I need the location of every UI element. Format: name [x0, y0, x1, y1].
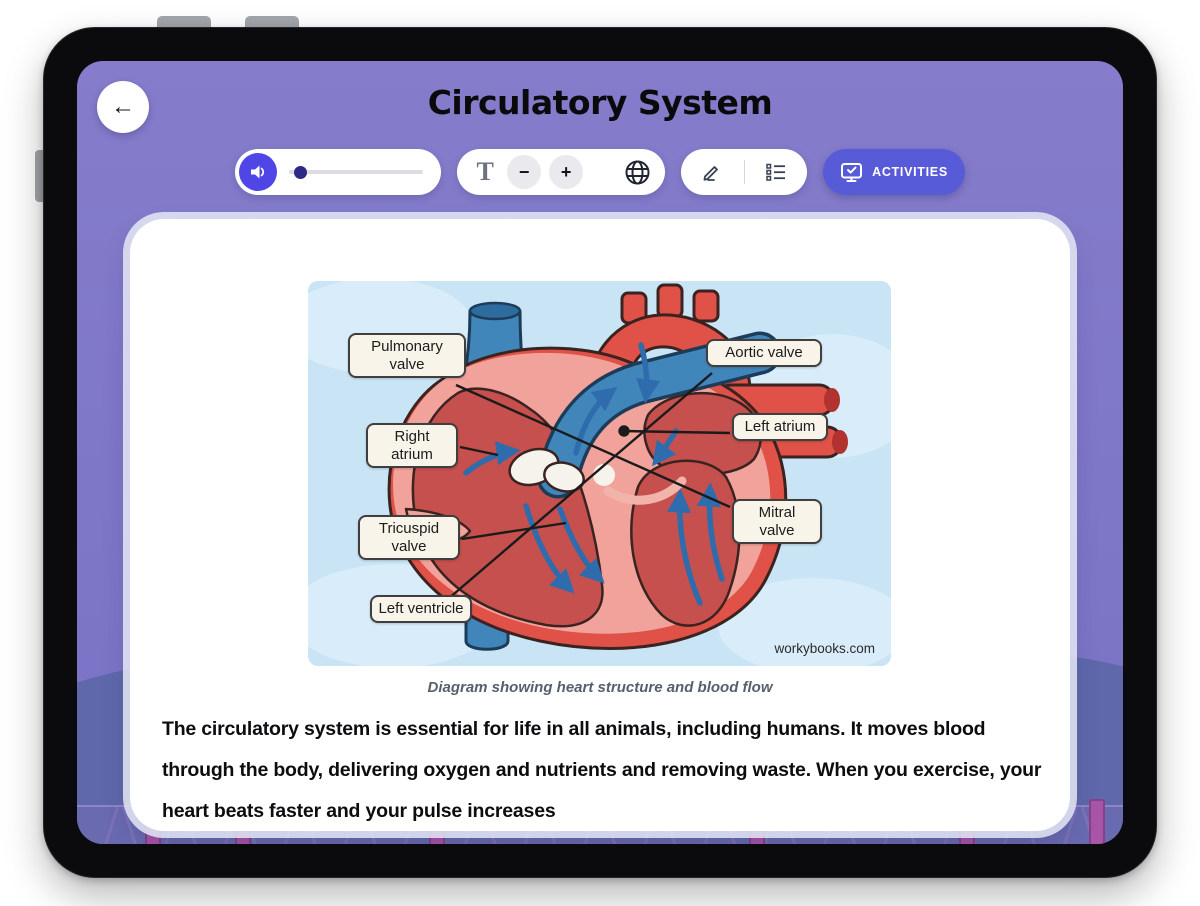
tablet-frame: ✱ ✱ ✱ ← Circulatory System: [43, 27, 1157, 878]
back-button[interactable]: ←: [97, 81, 149, 133]
audio-pill: [235, 149, 442, 195]
diagram-label-left-ventricle: Left ventricle: [370, 595, 472, 623]
activities-monitor-icon: [841, 162, 863, 182]
page-title: Circulatory System: [427, 83, 773, 122]
diagram-caption: Diagram showing heart structure and bloo…: [427, 679, 773, 696]
increase-text-button[interactable]: +: [549, 155, 584, 189]
diagram-label-pulmonary-valve: Pulmonary valve: [348, 333, 466, 379]
diagram-label-tricuspid-valve: Tricuspid valve: [358, 515, 460, 561]
globe-icon: [625, 160, 650, 184]
text-size-icon: T: [476, 157, 494, 186]
pencil-icon[interactable]: [701, 161, 723, 183]
annotation-pill: [681, 149, 808, 195]
play-audio-button[interactable]: [239, 153, 278, 191]
diagram-watermark: workybooks.com: [774, 641, 875, 656]
decrease-text-button[interactable]: −: [507, 155, 542, 189]
diagram-label-left-atrium: Left atrium: [732, 413, 828, 441]
back-arrow-icon: ←: [111, 93, 135, 120]
diagram-label-aortic-valve: Aortic valve: [706, 339, 822, 367]
divider: [743, 160, 745, 184]
device-side-button: [35, 150, 44, 202]
diagram-label-mitral-valve: Mitral valve: [732, 499, 822, 545]
lesson-paragraph: The circulatory system is essential for …: [162, 718, 1042, 822]
volume-thumb[interactable]: [293, 165, 307, 179]
device-volume-button-2: [245, 16, 299, 28]
volume-track: [289, 170, 424, 174]
speaker-icon: [251, 165, 265, 179]
app-screen: ✱ ✱ ✱ ← Circulatory System: [77, 61, 1123, 844]
scaffold-pillar: [1089, 799, 1105, 844]
list-icon[interactable]: [765, 161, 787, 183]
diagram-label-right-atrium: Right atrium: [366, 423, 458, 469]
text-size-pill: T − +: [457, 149, 666, 195]
volume-slider[interactable]: [289, 153, 424, 191]
activities-button[interactable]: ACTIVITIES: [823, 149, 965, 195]
translate-button[interactable]: [624, 159, 651, 186]
device-volume-button-1: [157, 16, 211, 28]
activities-label: ACTIVITIES: [872, 165, 948, 179]
toolbar: T − +: [77, 149, 1123, 195]
